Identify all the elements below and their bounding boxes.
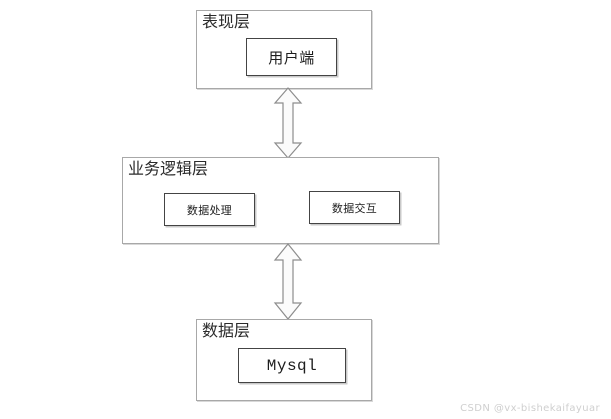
watermark-text: CSDN @vx-bishekaifayuar	[460, 403, 600, 414]
component-client-label: 用户端	[268, 50, 315, 67]
double-arrow-icon-presentation-business	[273, 87, 303, 159]
component-data-process: 数据处理	[164, 193, 255, 226]
component-data-process-label: 数据处理	[186, 204, 233, 217]
layer-presentation-title: 表现层	[202, 14, 251, 31]
layer-business-title: 业务逻辑层	[128, 161, 209, 178]
layer-presentation: 表现层 用户端	[196, 10, 372, 89]
component-mysql: Mysql	[238, 348, 346, 383]
double-arrow-icon-business-data	[273, 243, 303, 320]
component-data-interact: 数据交互	[309, 191, 400, 224]
layer-data-title: 数据层	[202, 323, 251, 340]
component-mysql-label: Mysql	[266, 356, 318, 375]
layer-data: 数据层 Mysql	[196, 319, 372, 401]
component-data-interact-label: 数据交互	[331, 202, 378, 215]
component-client: 用户端	[246, 38, 337, 76]
layer-business: 业务逻辑层 数据处理 数据交互	[122, 157, 439, 244]
